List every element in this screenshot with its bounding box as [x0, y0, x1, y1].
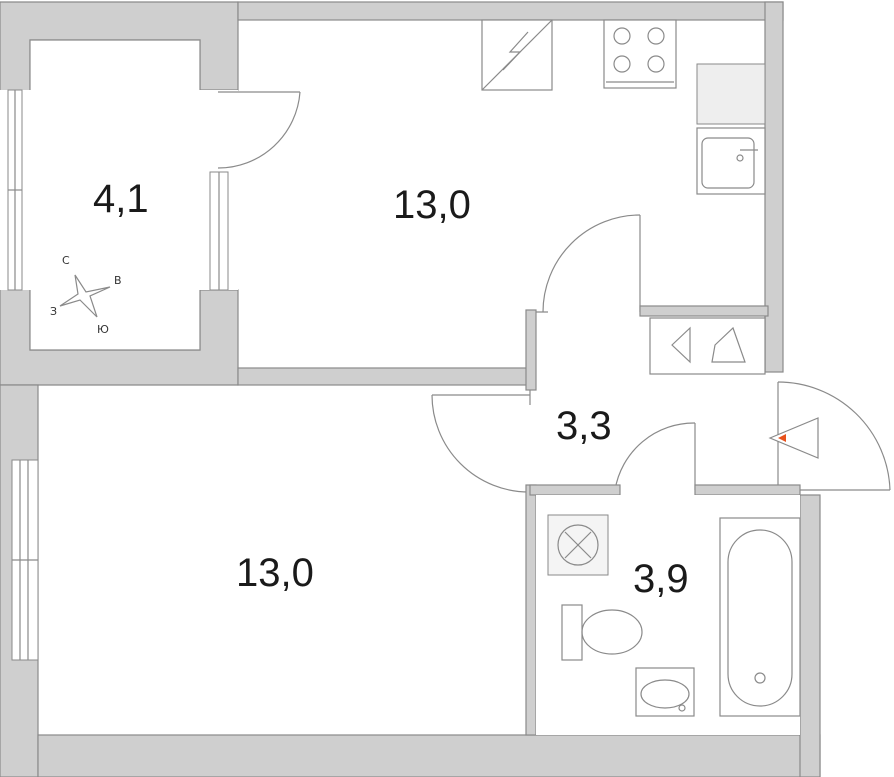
hanger-icon: [711, 326, 746, 363]
bathroom-left-wall: [525, 484, 537, 736]
kitchen-area-label: 13,0: [393, 183, 471, 227]
living-room-door-swing: [431, 394, 530, 493]
kitchen-door-swing: [542, 214, 641, 313]
bathroom-area-label: 3,9: [633, 557, 689, 601]
fridge: [696, 63, 766, 125]
compass: С В Ю З: [50, 254, 122, 336]
stove-burner-icon: [647, 55, 665, 73]
stove-burner-icon: [613, 55, 631, 73]
compass-west-label: З: [50, 305, 57, 318]
toilet-bowl: [581, 609, 643, 655]
bathroom-fixtures: [536, 495, 801, 735]
hall-area-label: 3,3: [556, 404, 612, 448]
living-room-area-label: 13,0: [236, 551, 314, 595]
doors: [217, 91, 891, 495]
entrance-door-swing: [777, 381, 891, 491]
hanger-icon: [671, 326, 691, 364]
bathtub: [719, 517, 801, 717]
washbasin: [635, 667, 695, 717]
kitchen-fixtures: [481, 19, 766, 195]
bathroom-door-swing: [614, 422, 696, 491]
stove-burner-icon: [613, 27, 631, 45]
entrance-dot: [778, 434, 786, 442]
ventilation-icon: [557, 524, 599, 566]
balcony-floor: [30, 40, 200, 350]
kitchen-living-partition: [237, 367, 531, 386]
entrance-arrow-icon: [768, 417, 819, 459]
stove-burner-icon: [647, 27, 665, 45]
bathroom-top-wall-left: [529, 484, 621, 496]
balcony-inner-outline: [29, 39, 201, 351]
stove: [603, 19, 677, 89]
compass-rose-icon: [59, 274, 111, 318]
right-lower-exterior-wall: [799, 494, 821, 777]
balcony-area-label: 4,1: [93, 177, 149, 221]
compass-north-label: С: [62, 254, 70, 267]
wardrobe: [649, 317, 766, 375]
entrance-marker: [768, 417, 819, 459]
hall-left-wall: [525, 309, 537, 391]
wardrobe-box: [649, 317, 766, 375]
bathroom-top-wall-right: [694, 484, 801, 496]
toilet-tank: [561, 604, 583, 661]
windows: [7, 89, 229, 661]
balcony-door-swing: [217, 91, 301, 169]
drain-icon: [754, 672, 766, 684]
compass-south-label: Ю: [97, 323, 109, 336]
top-exterior-wall: [237, 1, 784, 21]
bottom-exterior-wall: [37, 734, 821, 777]
compass-east-label: В: [114, 274, 122, 287]
wardrobe-top-wall: [639, 305, 769, 317]
